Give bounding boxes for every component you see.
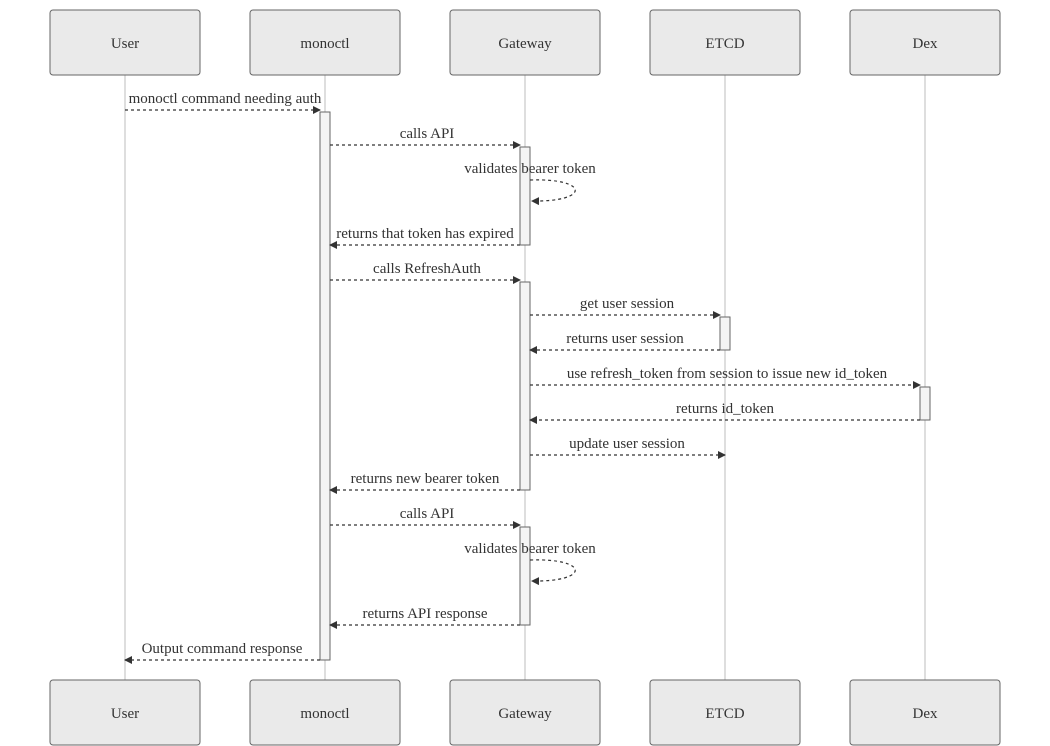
participant-label: Gateway: [498, 706, 552, 722]
participant-etcd-bottom: ETCD: [649, 679, 801, 746]
participant-label: User: [111, 706, 139, 722]
activation-gateway-2: [519, 281, 531, 491]
message-2: calls API: [330, 126, 521, 149]
participant-user-top: User: [49, 9, 201, 76]
message-3-self: validates bearer token: [464, 161, 596, 206]
message-8: use refresh_token from session to issue …: [530, 366, 921, 389]
message-14: returns API response: [329, 606, 520, 629]
message-1: monoctl command needing auth: [125, 91, 322, 114]
message-label: calls RefreshAuth: [373, 261, 481, 277]
message-5: calls RefreshAuth: [330, 261, 521, 284]
message-arrow: [529, 559, 576, 586]
participant-label: monoctl: [300, 36, 349, 52]
message-label: update user session: [569, 436, 685, 452]
message-4: returns that token has expired: [329, 226, 520, 249]
activation-dex: [919, 386, 931, 421]
message-label: returns API response: [363, 606, 488, 622]
message-label: returns that token has expired: [336, 226, 514, 242]
participants-bottom: User monoctl Gateway ETCD Dex: [49, 679, 1001, 746]
participant-label: User: [111, 36, 139, 52]
activation-gateway-1: [519, 146, 531, 246]
participant-label: Dex: [913, 36, 938, 52]
message-6: get user session: [530, 296, 721, 319]
participant-dex-top: Dex: [849, 9, 1001, 76]
message-label: calls API: [400, 506, 455, 522]
message-label: validates bearer token: [464, 541, 596, 557]
participant-label: monoctl: [300, 706, 349, 722]
participant-label: Gateway: [498, 36, 552, 52]
participant-label: Dex: [913, 706, 938, 722]
message-label: get user session: [580, 296, 675, 312]
message-7: returns user session: [529, 331, 720, 354]
messages: monoctl command needing auth calls API v…: [124, 91, 921, 664]
participant-label: ETCD: [705, 36, 744, 52]
participant-gateway-top: Gateway: [449, 9, 601, 76]
message-12: calls API: [330, 506, 521, 529]
message-10: update user session: [530, 436, 726, 459]
participant-user-bottom: User: [49, 679, 201, 746]
activation-gateway-3: [519, 526, 531, 626]
message-label: returns user session: [566, 331, 684, 347]
participant-label: ETCD: [705, 706, 744, 722]
message-label: Output command response: [142, 641, 303, 657]
participant-monoctl-bottom: monoctl: [249, 679, 401, 746]
message-label: calls API: [400, 126, 455, 142]
participant-gateway-bottom: Gateway: [449, 679, 601, 746]
participant-etcd-top: ETCD: [649, 9, 801, 76]
message-label: monoctl command needing auth: [129, 91, 322, 107]
activation-etcd: [719, 316, 731, 351]
participant-monoctl-top: monoctl: [249, 9, 401, 76]
message-11: returns new bearer token: [329, 471, 520, 494]
activations: [319, 111, 931, 661]
message-label: returns new bearer token: [351, 471, 500, 487]
message-15: Output command response: [124, 641, 320, 664]
message-9: returns id_token: [529, 401, 920, 424]
participant-dex-bottom: Dex: [849, 679, 1001, 746]
message-13-self: validates bearer token: [464, 541, 596, 586]
message-label: validates bearer token: [464, 161, 596, 177]
participants-top: User monoctl Gateway ETCD Dex: [49, 9, 1001, 76]
message-arrow: [529, 179, 576, 206]
activation-monoctl: [319, 111, 331, 661]
message-label: use refresh_token from session to issue …: [567, 366, 888, 382]
message-label: returns id_token: [676, 401, 774, 417]
